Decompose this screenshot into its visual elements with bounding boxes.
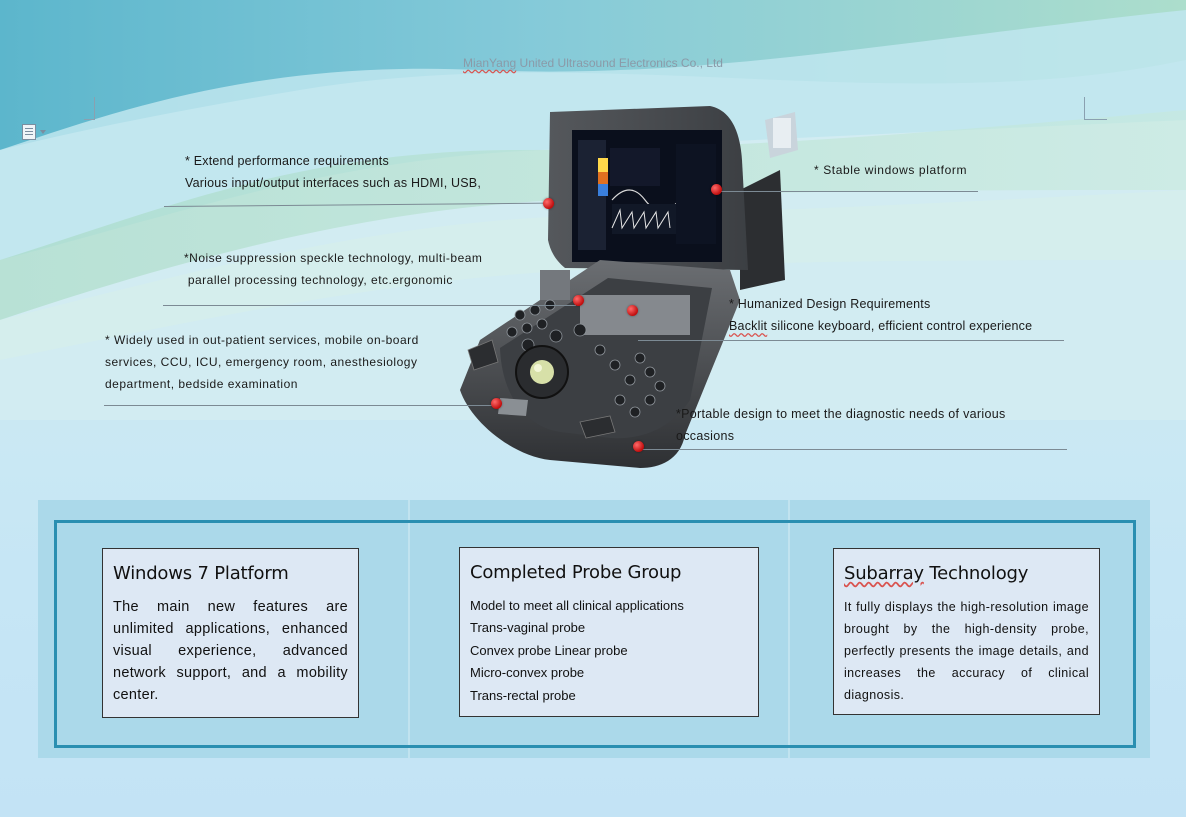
callout-noise: *Noise suppression speckle technology, m… [184,247,482,291]
feature-box-windows: Windows 7 Platform The main new features… [102,548,359,718]
callout-extend-line-2: Various input/output interfaces such as … [185,176,482,190]
marker-dot-noise [573,295,584,306]
callout-extend-line-1: * Extend performance requirements [185,154,389,168]
document-options-icon[interactable] [22,124,46,140]
marker-dot-humanized [627,305,638,316]
leader-line-humanized [638,340,1064,341]
leader-line-portable [640,449,1067,450]
probe-list-item: Convex probe Linear probe [470,642,628,658]
corner-mark-top-right [1084,97,1107,120]
company-header: MianYang United Ultrasound Electronics C… [0,56,1186,70]
probe-list-item: Trans-vaginal probe [470,620,586,636]
probe-list-item: Trans-rectal probe [470,687,576,703]
backlit-rest: silicone keyboard, efficient control exp… [767,319,1033,333]
feature-body-windows: The main new features are unlimited appl… [113,599,348,703]
marker-dot-extend [543,198,554,209]
marker-dot-stable [711,184,722,195]
callout-noise-line-2: parallel processing technology, etc.ergo… [184,273,453,287]
backlit-word: Backlit [729,319,768,333]
callout-portable-line-2: occasions [676,429,735,443]
callout-portable-line-1: *Portable design to meet the diagnostic … [676,407,1006,421]
callout-humanized-line-1: * Humanized Design Requirements [729,297,931,311]
marker-dot-widely [491,398,502,409]
callout-stable-line-1: * Stable windows platform [814,163,968,177]
callout-widely-line-2: services, CCU, ICU, emergency room, anes… [105,355,418,369]
subarray-word: Subarray [844,563,924,584]
panel-seam-left [408,500,410,758]
leader-line-noise [163,305,576,306]
leader-line-widely [104,405,496,406]
subarray-title-rest: Technology [923,563,1029,584]
feature-title-probe: Completed Probe Group [470,562,682,583]
callout-widely-line-1: * Widely used in out-patient services, m… [105,333,419,347]
callout-humanized: * Humanized Design Requirements Backlit … [729,293,1032,337]
feature-box-probe: Completed Probe Group Model to meet all … [459,547,759,717]
feature-title-subarray: Subarray Technology [844,563,1089,584]
company-name-rest: United Ultrasound Electronics Co., Ltd [516,56,723,70]
features-frame [54,520,1136,748]
probe-list: Model to meet all clinical applications … [470,595,748,707]
marker-dot-portable [633,441,644,452]
company-name-underlined: MianYang [463,56,517,70]
callout-portable: *Portable design to meet the diagnostic … [676,403,1006,447]
callout-noise-line-1: *Noise suppression speckle technology, m… [184,251,483,265]
probe-list-item: Micro-convex probe [470,665,585,681]
callout-widely-line-3: department, bedside examination [105,377,298,391]
feature-box-subarray: Subarray Technology It fully displays th… [833,548,1100,715]
feature-title-windows: Windows 7 Platform [113,563,289,584]
corner-mark-top-left [84,97,95,120]
leader-line-stable [716,191,978,192]
probe-list-item: Model to meet all clinical applications [470,598,684,613]
feature-body-subarray: It fully displays the high-resolution im… [844,600,1089,702]
callout-stable: * Stable windows platform [814,159,967,181]
panel-seam-right [788,500,790,758]
callout-humanized-line-2: Backlit silicone keyboard, efficient con… [729,315,1032,337]
callout-widely: * Widely used in out-patient services, m… [105,329,419,395]
callout-extend: * Extend performance requirements Variou… [185,150,481,194]
